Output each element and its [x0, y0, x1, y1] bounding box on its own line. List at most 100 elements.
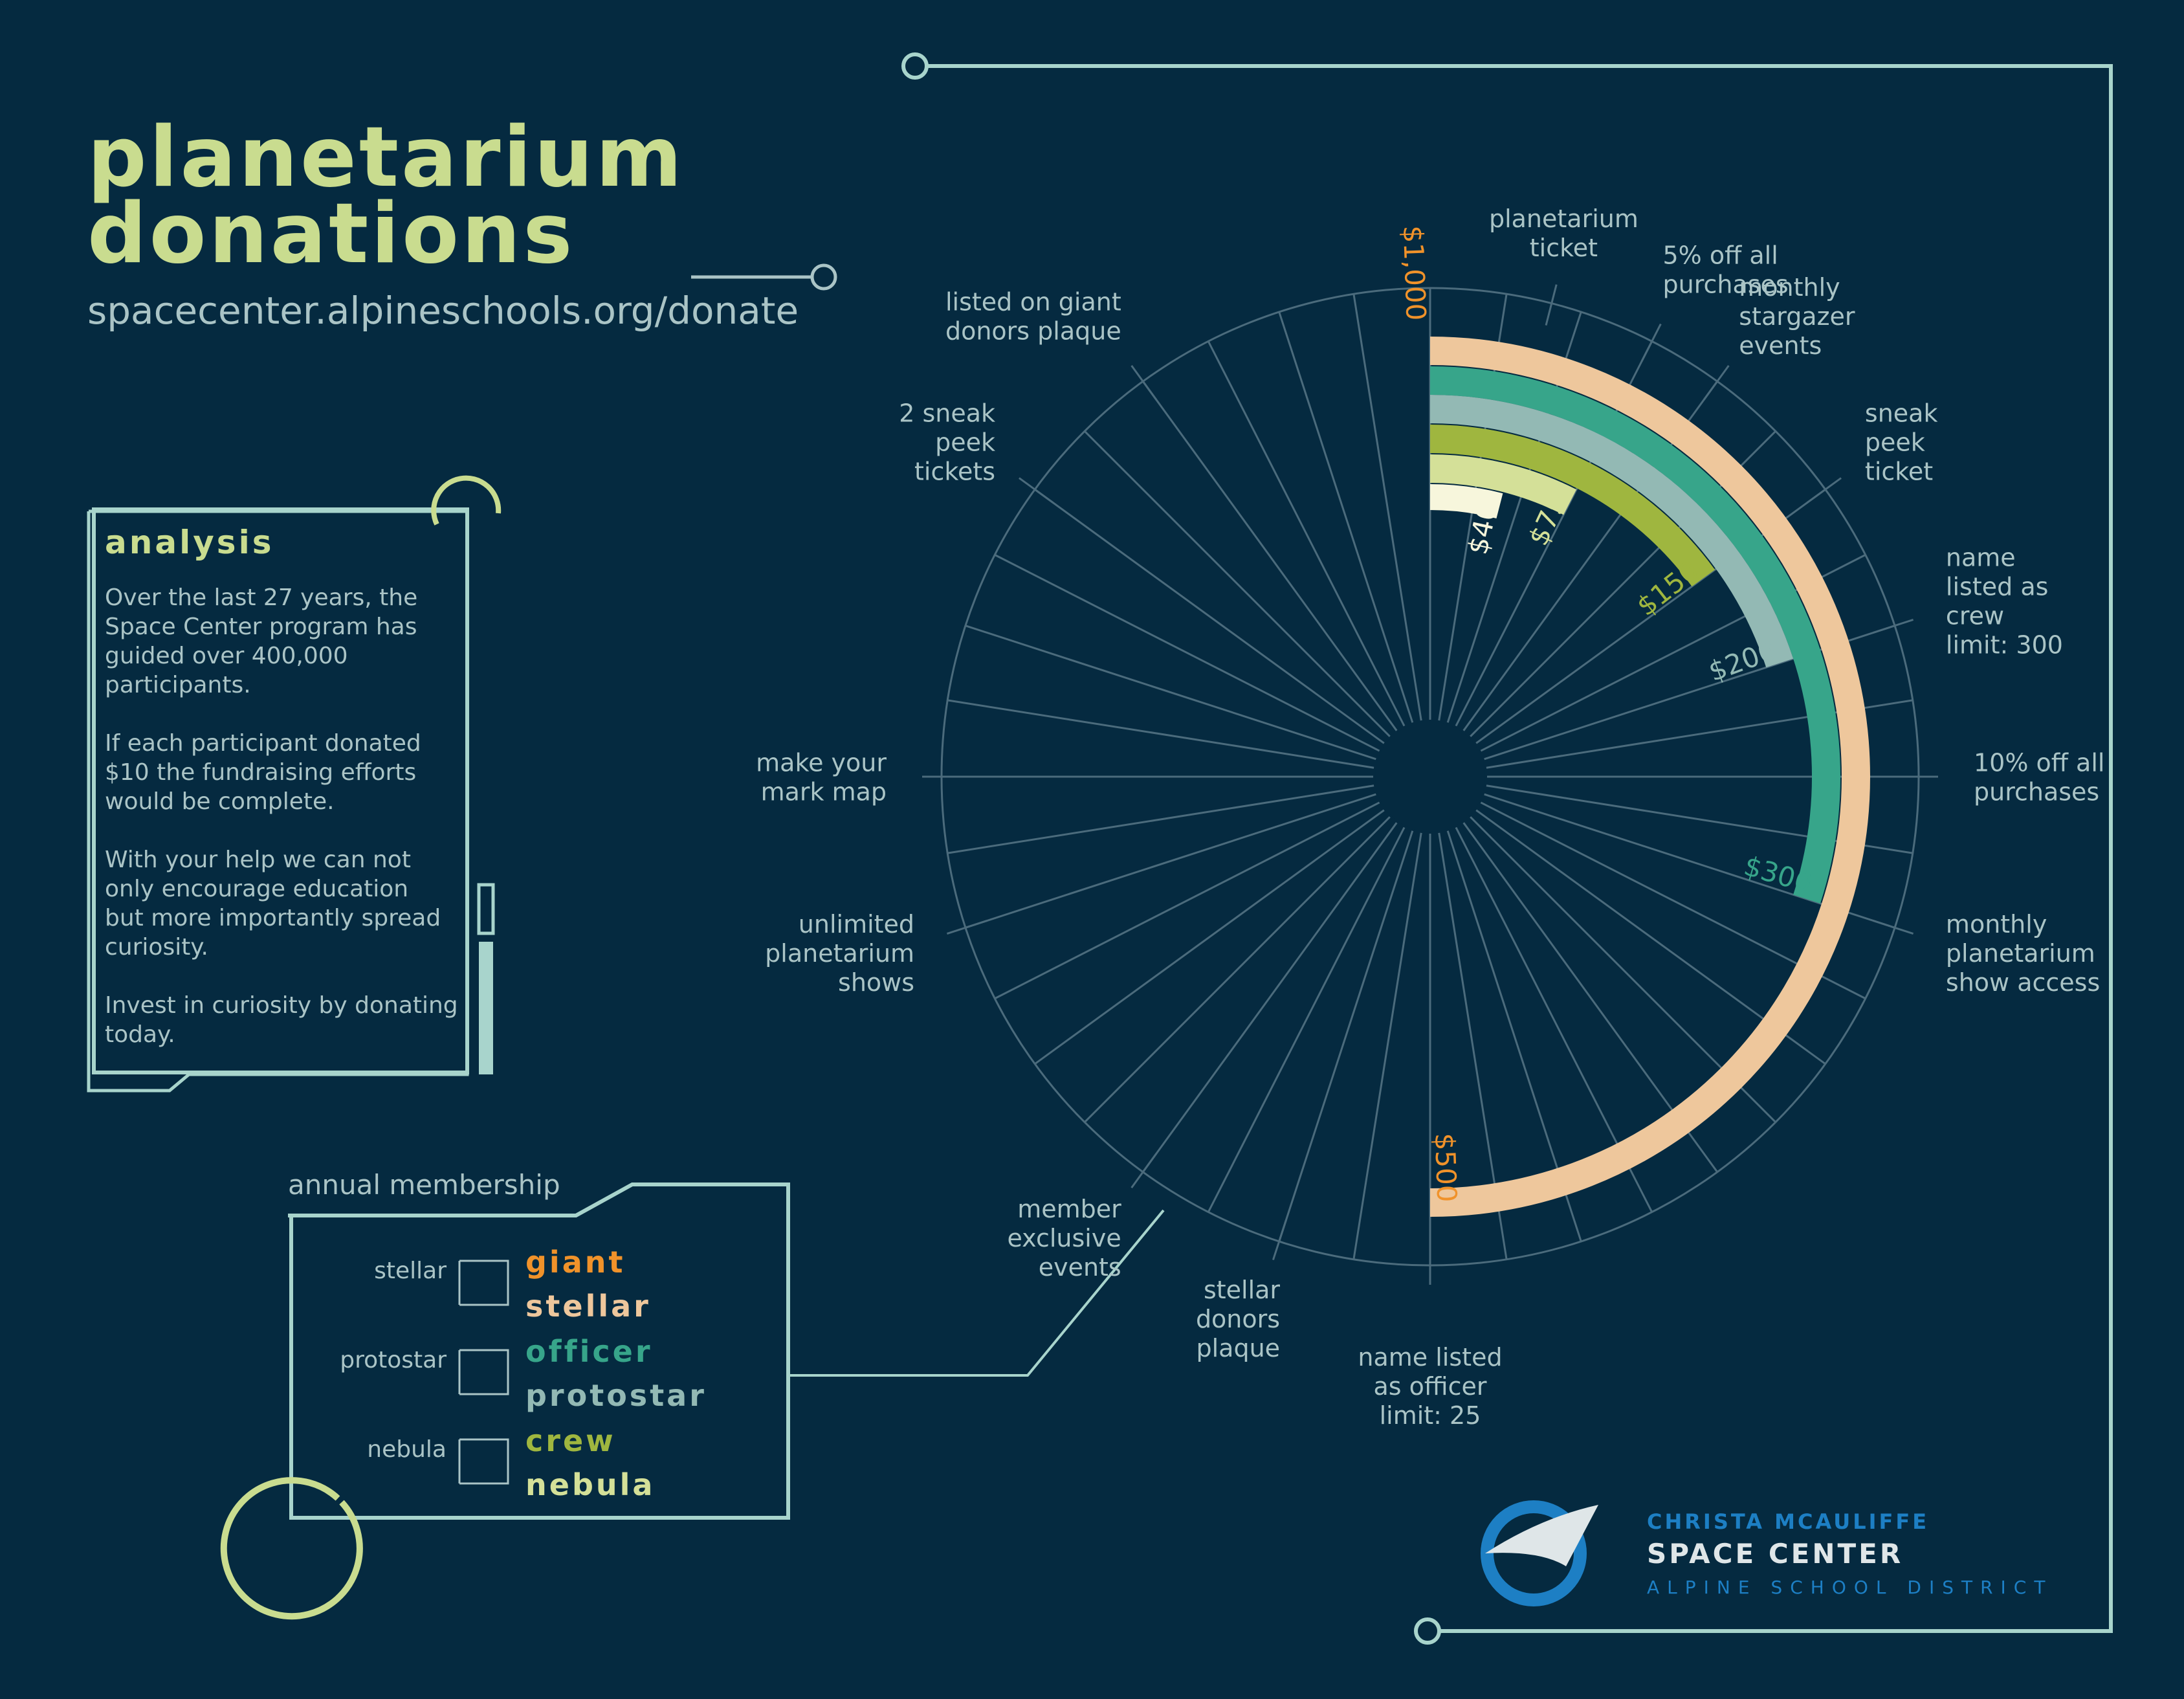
gridline: [1278, 830, 1414, 1242]
analysis-line: but more importantly spread: [105, 905, 441, 931]
benefit-label-line: donors: [1196, 1305, 1280, 1333]
benefit-tick: [1873, 618, 1914, 634]
frame-line: [927, 64, 2113, 1633]
legend-connector: [788, 1209, 1165, 1377]
gridline: [947, 784, 1374, 854]
legend-tier-crew: crew: [525, 1423, 616, 1458]
legend-group-nebula: nebula: [367, 1436, 447, 1463]
benefit-label-line: as officer: [1373, 1372, 1486, 1401]
space-center-logo[interactable]: CHRISTA MCAULIFFE SPACE CENTER ALPINE SC…: [1481, 1500, 2053, 1606]
benefit-label-line: make your: [756, 749, 887, 777]
analysis-line: today.: [105, 1021, 175, 1048]
bar-visitor: [1429, 484, 1503, 519]
benefit-label-line: peek: [935, 428, 995, 457]
benefit-label-line: tickets: [914, 458, 995, 486]
title-underline-node: [810, 263, 837, 291]
gridline: [1142, 381, 1398, 731]
analysis-side-tab: [477, 883, 495, 935]
legend-tier-nebula: nebula: [525, 1467, 655, 1502]
value-label-giant: $1,000: [1397, 225, 1432, 322]
analysis-corner-ring: [431, 475, 502, 526]
bar-protostar: [1429, 395, 1794, 668]
analysis-side-bar: [479, 942, 493, 1074]
benefit-label-line: mark map: [761, 778, 887, 806]
benefit-label-line: 2 sneak: [899, 399, 995, 428]
gridline: [1142, 822, 1398, 1173]
logo-line-3: ALPINE SCHOOL DISTRICT: [1647, 1577, 2053, 1598]
analysis-line: participants.: [105, 672, 251, 698]
analysis-line: curiosity.: [105, 934, 208, 961]
analysis-line: With your help we can not: [105, 847, 411, 873]
benefit-label-line: member: [1017, 1195, 1121, 1223]
value-label-protostar: $200: [1704, 634, 1780, 688]
analysis-line: Over the last 27 years, the: [105, 584, 417, 611]
benefit-label-line: 5% off all: [1663, 241, 1778, 269]
benefit-label-line: crew: [1946, 602, 2004, 630]
membership-frame: [288, 1183, 790, 1520]
benefit-tick: [1131, 1153, 1158, 1188]
benefit-label-line: purchases: [1663, 270, 1789, 298]
benefit-label-line: events: [1739, 331, 1822, 360]
analysis-line: If each participant donated: [105, 730, 421, 757]
bar-officer: [1429, 366, 1840, 904]
analysis-line: Space Center program has: [105, 614, 417, 640]
benefit-label-line: 10% off all: [1974, 749, 2104, 777]
analysis-line: [105, 817, 112, 844]
benefit-tick: [1272, 1219, 1287, 1261]
benefit-label-line: planetarium: [1946, 939, 2095, 968]
benefit-label-line: ticket: [1530, 234, 1598, 262]
benefit-label-line: peek: [1865, 428, 1925, 457]
gridline: [994, 801, 1380, 1000]
benefit-label-line: listed on giant: [945, 288, 1121, 316]
chart-bars: [1429, 337, 1870, 1217]
bar-crew: [1429, 425, 1715, 587]
legend-tier-officer: officer: [525, 1334, 653, 1369]
center-hole: [1375, 722, 1485, 832]
donate-url[interactable]: spacecenter.alpineschools.org/donate: [87, 289, 799, 333]
gridline: [1352, 294, 1422, 721]
gridline: [1352, 832, 1422, 1260]
benefit-label-line: stargazer: [1739, 302, 1855, 331]
frame-node-top: [901, 52, 929, 80]
benefit-label-line: monthly: [1739, 273, 1840, 302]
benefit-label-line: ticket: [1865, 458, 1933, 486]
gridline: [965, 793, 1376, 929]
benefit-label-line: planetarium: [1489, 205, 1638, 233]
benefit-label-line: donors plaque: [945, 317, 1121, 346]
logo-ring-icon: [1481, 1500, 1587, 1606]
benefit-tick: [1873, 920, 1914, 935]
bar-nebula: [1429, 454, 1577, 515]
frame-node-bottom: [1414, 1617, 1441, 1645]
analysis-line: guided over 400,000: [105, 643, 348, 669]
benefit-tick: [1019, 477, 1054, 504]
gridline: [965, 625, 1376, 761]
gridline: [1034, 809, 1385, 1065]
value-label-stellar: $500: [1429, 1133, 1463, 1203]
gridline: [1084, 816, 1391, 1123]
benefit-label-line: exclusive: [1007, 1224, 1121, 1252]
benefit-label-line: unlimited: [799, 910, 914, 938]
legend-bracket: [459, 1438, 509, 1485]
legend-tier-stellar: stellar: [525, 1289, 651, 1324]
benefit-tick: [1131, 365, 1158, 401]
membership-title: annual membership: [288, 1169, 560, 1201]
legend-tier-giant: giant: [525, 1245, 625, 1280]
bar-stellar: [1429, 337, 1870, 1217]
analysis-line: [105, 701, 112, 727]
legend-group-stellar: stellar: [374, 1258, 447, 1284]
benefit-tick: [1640, 323, 1662, 362]
legend-tier-protostar: protostar: [525, 1378, 707, 1413]
benefit-label-line: sneak: [1865, 399, 1938, 428]
